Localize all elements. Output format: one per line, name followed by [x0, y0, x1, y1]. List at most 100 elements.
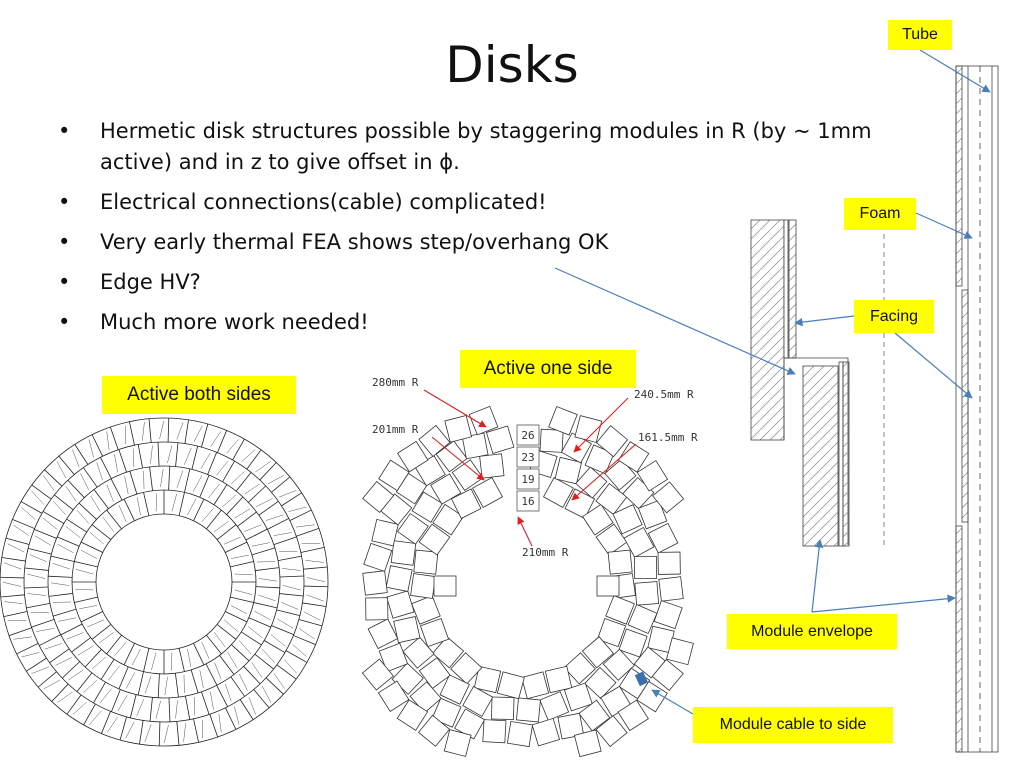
module-square	[617, 699, 649, 732]
disk-segment	[201, 691, 210, 715]
disk-segment	[4, 601, 23, 604]
disk-segment	[74, 444, 89, 465]
disk-segment	[210, 691, 214, 710]
disk-segment	[137, 671, 144, 696]
module-square	[574, 415, 603, 443]
disk-segment	[93, 681, 106, 704]
disk-segment	[267, 518, 289, 530]
module-square	[417, 714, 451, 747]
disk-segment	[258, 578, 278, 582]
disk-segment	[56, 461, 67, 479]
module-square	[496, 671, 525, 700]
disk-segment	[210, 431, 222, 447]
disk-segment	[65, 526, 81, 538]
disk-segment	[151, 652, 157, 671]
disk-segment	[190, 669, 199, 693]
module-square	[607, 549, 633, 575]
disk-segment	[53, 501, 66, 515]
disk-segment	[30, 612, 49, 614]
disk-segment	[208, 483, 220, 499]
disk-segment	[26, 657, 47, 672]
module-number: 26	[521, 429, 534, 442]
callout-facing: Facing	[854, 300, 934, 333]
callout-foam: Foam	[844, 198, 916, 230]
disk-ring	[95, 513, 233, 651]
module-square	[539, 691, 570, 721]
disk-segment	[72, 449, 80, 467]
disk-segment	[80, 611, 103, 623]
disk-segment	[218, 714, 222, 733]
disk-segment	[91, 656, 106, 670]
module-square	[584, 666, 617, 700]
disk-segment	[108, 665, 120, 681]
disk-segment	[184, 447, 192, 465]
disk-segment	[273, 532, 292, 536]
disk-segment	[176, 470, 184, 488]
disk-segment	[255, 586, 280, 589]
module-square	[582, 503, 614, 536]
callout-arrows	[554, 49, 991, 715]
disk-segment	[157, 673, 160, 698]
disk-segment	[52, 562, 70, 570]
disk-segment	[96, 462, 103, 481]
disk-segment	[303, 585, 328, 588]
disk-segment	[42, 511, 65, 524]
disk-segment	[178, 648, 185, 672]
disk-segment	[247, 626, 263, 638]
disk-segment	[185, 695, 191, 720]
disk-segment	[251, 547, 275, 556]
module-square	[539, 428, 564, 453]
disk-segment	[277, 618, 294, 629]
module-square	[367, 618, 399, 650]
disk-segment	[119, 716, 127, 741]
module-square	[596, 575, 620, 597]
disk-segment	[1, 557, 26, 562]
module-square	[578, 699, 611, 732]
radius-label: 240.5mm R	[634, 388, 694, 401]
disk-segment	[214, 662, 222, 680]
disk-segment	[36, 628, 55, 632]
disk-segment	[223, 619, 239, 632]
disk-segment	[279, 550, 298, 552]
disk-segment	[184, 419, 189, 444]
disk-segment	[31, 666, 49, 674]
module-square	[651, 658, 684, 692]
module-square	[602, 648, 635, 681]
disk-segment	[57, 543, 74, 554]
disk-segment	[193, 498, 205, 521]
disk-segment	[89, 532, 105, 545]
disk-segment	[66, 518, 87, 533]
disk-segment	[42, 517, 58, 530]
module-square	[479, 453, 505, 479]
disk-segment	[58, 455, 75, 475]
disk-segment	[254, 610, 271, 621]
disk-segment	[106, 484, 114, 502]
bullet-item: Electrical connections(cable) complicate…	[58, 187, 938, 218]
disk-segment	[66, 632, 84, 640]
module-square	[411, 595, 441, 625]
disk-segment	[271, 625, 294, 636]
disk-segment	[21, 652, 40, 658]
disk-segment	[216, 624, 237, 640]
module-square	[377, 680, 410, 712]
module-square	[473, 665, 502, 694]
disk-segment	[262, 649, 275, 663]
disk-segment	[175, 442, 179, 467]
disk-segment	[246, 449, 262, 470]
disk-segment	[258, 594, 276, 602]
disk-segment	[267, 474, 285, 485]
disk-segment	[253, 689, 270, 709]
disk-one-side-drawing	[361, 405, 694, 758]
disk-segment	[106, 431, 110, 450]
disk-segment	[235, 472, 252, 492]
disk-segment	[288, 506, 307, 512]
disk-ring	[0, 417, 329, 747]
disk-segment	[74, 596, 98, 603]
disk-segment	[222, 494, 237, 508]
module-square	[595, 523, 628, 556]
bullet-list: Hermetic disk structures possible by sta…	[58, 116, 938, 347]
disk-segment	[80, 549, 98, 559]
disk-segment	[39, 634, 61, 646]
disk-segment	[129, 421, 135, 446]
